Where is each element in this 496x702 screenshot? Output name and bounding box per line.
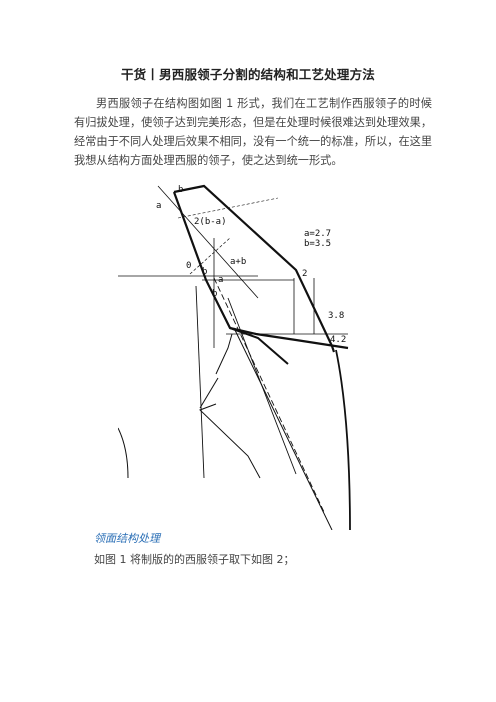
collar-pattern-diagram: b a 2(b-a) a=2.7 b=3.5 0 b a+b a b 2 3.8… [117,184,351,531]
left-curve [117,427,129,479]
label-b-mid: b [202,267,207,277]
intro-paragraph: 男西服领子在结构图如图 1 形式，我们在工艺制作西服领子的时候有归拔处理，使领子… [74,97,433,167]
label-a-small: a [218,275,223,285]
figure-caption: 领面结构处理 [94,532,160,545]
label-four-two: 4.2 [330,335,346,345]
collar-diagonal [157,185,259,299]
body-text-line: 如图 1 将制版的的西服领子取下如图 2； [94,553,295,566]
dart-line-2 [199,377,219,409]
label-two: 2 [302,269,307,279]
dash-guide-2 [189,237,231,275]
article-title: 干货丨男西服领子分割的结构和工艺处理方法 [120,67,375,82]
label-a-plus-b: a+b [230,257,246,267]
front-panel-line [195,285,205,479]
dash-guide-1 [177,197,279,219]
label-b-small: b [212,289,217,299]
label-zero: 0 [186,261,191,271]
side-line-2 [233,327,333,531]
pocket-line [199,403,261,479]
label-b-top: b [178,185,183,195]
collar-pattern-figure: b a 2(b-a) a=2.7 b=3.5 0 b a+b a b 2 3.8… [117,178,378,531]
collar-outer-line [173,184,336,353]
dash-fold-line [213,277,325,513]
back-curve [335,349,351,531]
label-b-value: b=3.5 [304,239,331,249]
label-a-top: a [156,201,161,211]
label-a-value: a=2.7 [304,229,331,239]
label-two-b-minus-a: 2(b-a) [194,217,227,227]
label-three-eight: 3.8 [328,311,344,321]
dart-line [215,333,233,375]
